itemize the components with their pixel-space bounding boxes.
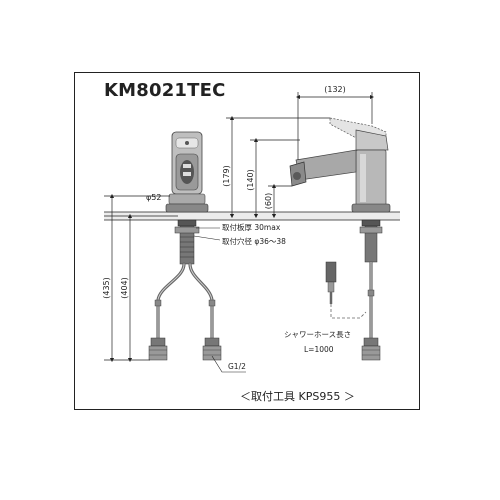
supply-hoses-highlight — [157, 263, 213, 341]
countertop — [104, 212, 400, 220]
front-view-shank — [174, 219, 200, 265]
dim-435: (435) — [102, 277, 111, 299]
model-number: KM8021TEC — [104, 80, 226, 101]
side-view-faucet — [289, 117, 391, 213]
note-mount-plate: 取付板厚 30max — [222, 222, 281, 232]
shower-hose — [325, 261, 367, 319]
hose-fitting-right — [202, 337, 222, 361]
side-hose-fitting — [361, 337, 381, 361]
supply-hoses — [156, 262, 214, 342]
dim-404: (404) — [120, 277, 129, 299]
dim-total-height: (179) — [222, 165, 231, 187]
dim-reach: (132) — [324, 85, 346, 94]
height-dimensions — [104, 193, 178, 363]
note-mount-hole: 取付穴径 φ36～38 — [222, 236, 286, 246]
note-thread: G1/2 — [228, 362, 246, 371]
dim-spout-height: (140) — [246, 169, 255, 191]
reach-dimension — [295, 92, 375, 160]
install-tool-note: ＜取付工具 KPS955 ＞ — [240, 390, 355, 403]
note-shower-hose-length: L=1000 — [304, 345, 334, 354]
dim-outlet-height: (60) — [264, 193, 273, 209]
diagram-frame — [74, 72, 420, 410]
front-view-faucet — [165, 131, 209, 213]
note-shower-hose: シャワーホース長さ — [284, 330, 351, 339]
dim-base-diameter: φ52 — [146, 193, 161, 202]
hose-fitting-left — [148, 337, 168, 361]
side-view-shank — [359, 219, 383, 263]
faucet-height-dimensions — [226, 115, 330, 219]
